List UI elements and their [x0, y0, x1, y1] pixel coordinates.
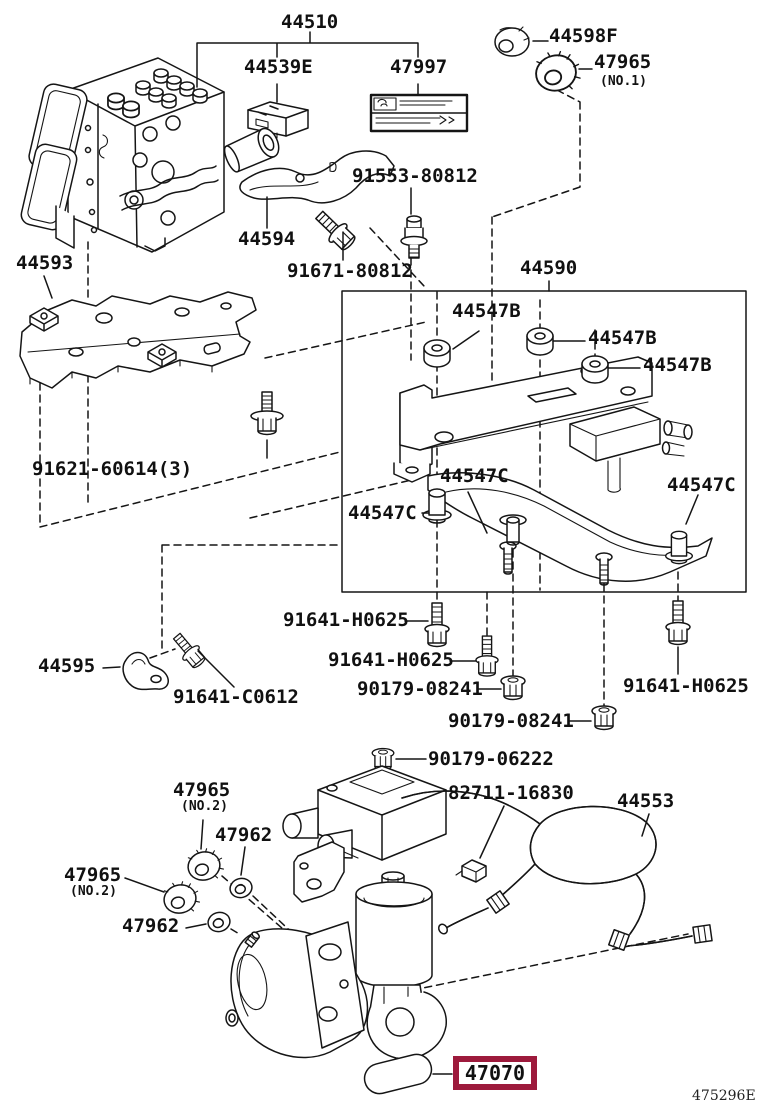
part-label-91553-80812: 91553-80812: [352, 165, 478, 187]
lever-44594-drawing: [223, 127, 395, 204]
bracket-44593-drawing: [19, 291, 257, 389]
diagram-code: 475296E: [692, 1088, 756, 1104]
label-sticker-47997-drawing: [369, 93, 469, 133]
part-label-91641-h0625-1: 91641-H0625: [283, 609, 409, 631]
bracket-assembly-44590-drawing: [393, 327, 713, 586]
pump-assembly-drawing: [225, 765, 447, 1095]
bracket-44595-drawing: [122, 651, 169, 691]
part-label-44593: 44593: [16, 252, 74, 274]
part-label-44547b-3: 44547B: [643, 354, 712, 376]
part-label-91641-c0612: 91641-C0612: [173, 686, 299, 708]
part-label-44547c-3: 44547C: [667, 474, 736, 496]
part-label-47965-no1: 47965: [594, 51, 652, 73]
part-label-47070-highlighted: 47070: [464, 1061, 526, 1085]
part-label-44547b-2: 44547B: [588, 327, 657, 349]
grommet-47965-no2-upper-drawing: [183, 843, 227, 886]
part-label-44553: 44553: [617, 790, 675, 812]
part-label-44510: 44510: [281, 11, 339, 33]
bolt-91553-80812-drawing: [400, 215, 428, 259]
part-label-91671-80812: 91671-80812: [287, 260, 413, 282]
part-label-47965-no2-a: 47965: [173, 779, 231, 801]
part-label-47965-no2-b: 47965: [64, 864, 122, 886]
seal-47962-lower-drawing: [205, 909, 233, 935]
part-label-90179-08241-2: 90179-08241: [448, 710, 574, 732]
bolt-91671-80812-drawing: [310, 205, 360, 255]
highlight-box: 47070: [453, 1056, 537, 1090]
part-label-44547b-1: 44547B: [452, 300, 521, 322]
part-label-44594: 44594: [238, 228, 296, 250]
part-label-44539e: 44539E: [244, 56, 313, 78]
part-sublabel-no1: (NO.1): [600, 74, 647, 89]
part-label-91641-h0625-3: 91641-H0625: [623, 675, 749, 697]
stud-drawing: [244, 931, 260, 948]
part-sublabel-no2-a: (NO.2): [181, 799, 228, 814]
part-label-82711-16830: 82711-16830: [448, 782, 574, 804]
grommet-47965-no2-lower-drawing: [159, 876, 203, 919]
abs-connector-blocks: [20, 83, 88, 249]
hose-44553-drawing: [401, 790, 713, 952]
connector-44539e-drawing: [247, 101, 309, 141]
part-label-47997: 47997: [390, 56, 448, 78]
subassembly-box-44590: [341, 290, 747, 593]
grommet-47965-no1-drawing: [531, 46, 585, 97]
bolt-91621-60614-drawing: [250, 391, 284, 436]
part-label-47962-2: 47962: [122, 915, 180, 937]
part-label-44547c-1: 44547C: [348, 502, 417, 524]
seal-47962-upper-drawing: [227, 875, 255, 901]
part-label-91621-60614: 91621-60614(3): [32, 458, 193, 480]
part-label-91641-h0625-2: 91641-H0625: [328, 649, 454, 671]
part-label-90179-06222: 90179-06222: [428, 748, 554, 770]
part-label-44590: 44590: [520, 257, 578, 279]
part-label-90179-08241-1: 90179-08241: [357, 678, 483, 700]
part-label-44598f: 44598F: [549, 25, 618, 47]
part-label-44547c-2: 44547C: [440, 465, 509, 487]
bolt-91641-c0612-drawing: [168, 628, 210, 672]
part-sublabel-no2-b: (NO.2): [70, 884, 117, 899]
grommet-44598f-drawing: [494, 26, 530, 57]
clamp-82711-16830-drawing: [455, 859, 487, 883]
abs-actuator-drawing: [20, 57, 225, 253]
leader-lines: [43, 31, 699, 1075]
part-label-47962-1: 47962: [215, 824, 273, 846]
part-label-44595: 44595: [38, 655, 96, 677]
